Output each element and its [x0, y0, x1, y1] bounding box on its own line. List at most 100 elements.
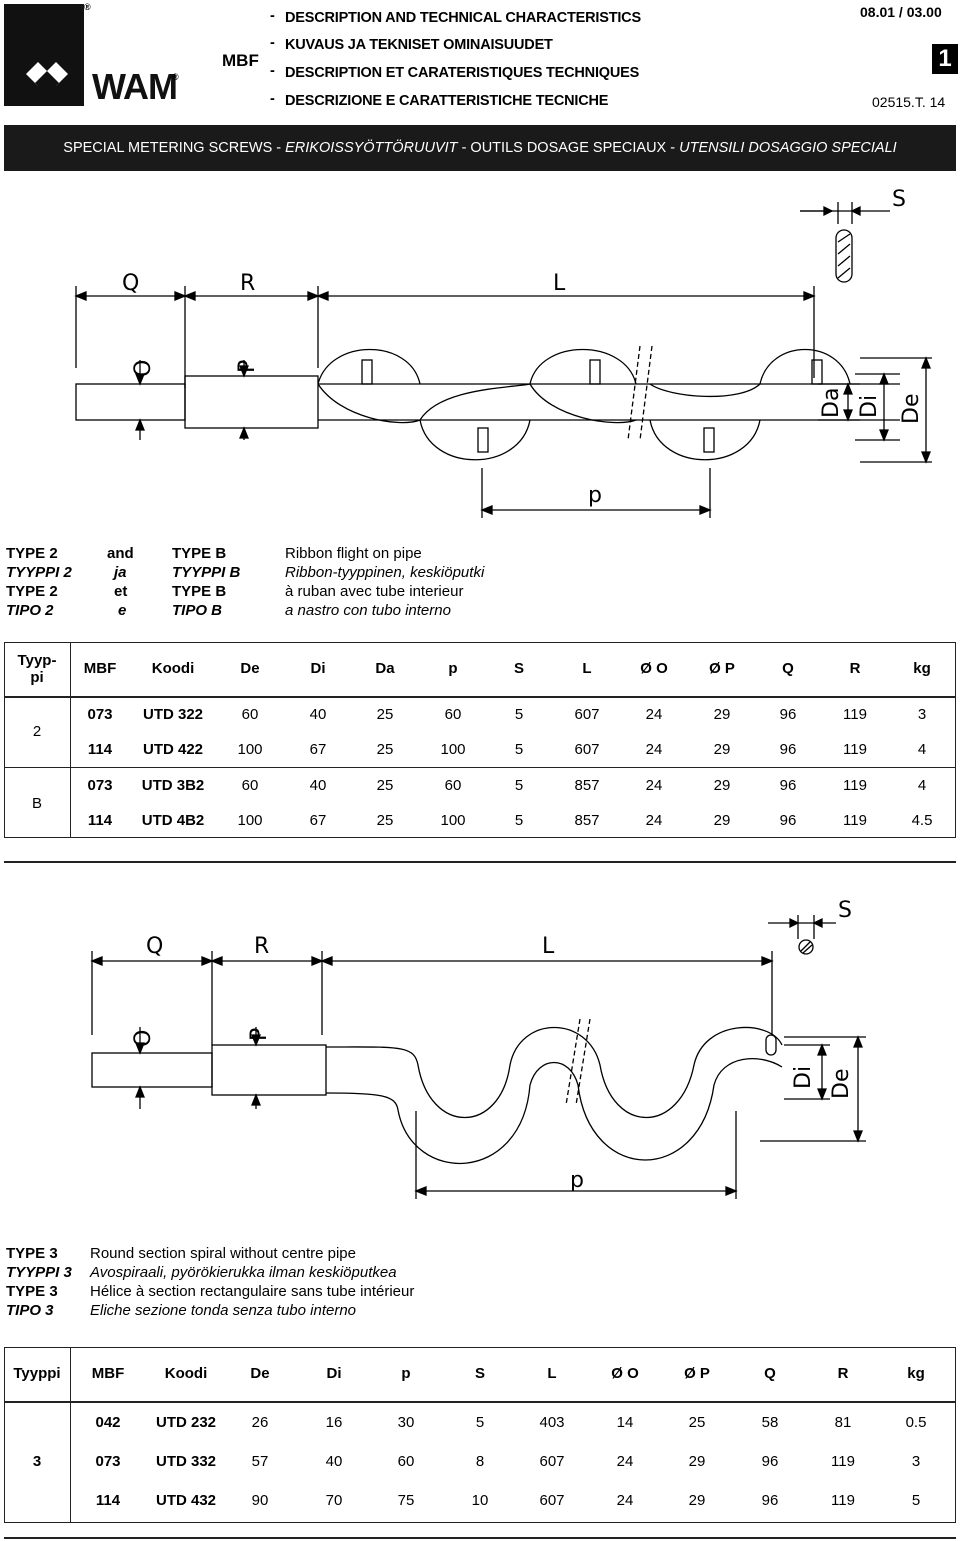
label-o: O [131, 360, 156, 377]
cell-p-diameter: 29 [713, 706, 731, 723]
revision-date: 08.01 / 03.00 [860, 4, 942, 20]
table-row: 073 UTD 332 57 40 60 8 607 24 29 96 119 … [4, 1453, 956, 1473]
caption-desc: Eliche sezione tonda senza tubo interno [90, 1302, 357, 1319]
label-l: L [542, 934, 555, 959]
cell-r: 119 [843, 812, 867, 829]
cell-koodi: UTD 4B2 [141, 812, 205, 829]
cell-o: 14 [616, 1414, 634, 1431]
cell-kg: 3 [917, 706, 927, 723]
cell-mbf: 042 [95, 1414, 121, 1431]
label-q: Q [146, 934, 163, 959]
cell-kg: 4.5 [911, 812, 933, 829]
label-pitch: p [570, 1168, 584, 1193]
ribbon-screw-drawing: S Q R L O P Da Di De p [74, 187, 932, 518]
cell-o: 24 [616, 1453, 634, 1470]
caption-type: TYYPPI 2 [6, 564, 72, 581]
cell-o: 24 [645, 706, 663, 723]
cell-q: 96 [761, 1492, 779, 1509]
cell-s: 5 [514, 812, 524, 829]
label-o: O [131, 1030, 156, 1047]
col-header-p-diameter: Ø P [684, 1365, 710, 1382]
cell-p-diameter: 25 [688, 1414, 706, 1431]
dash: - [270, 8, 275, 24]
caption-desc: Ribbon-tyyppinen, keskiöputki [285, 564, 485, 581]
col-header-r: R [837, 1365, 849, 1382]
cell-di: 40 [325, 1453, 343, 1470]
col-header-r: R [849, 660, 861, 677]
cell-s: 5 [514, 706, 524, 723]
cell-r: 81 [834, 1414, 852, 1431]
header-product: MBF [222, 51, 259, 70]
col-header-de: De [240, 660, 260, 677]
type-cell: 3 [32, 1453, 42, 1470]
cell-de: 60 [241, 777, 259, 794]
caption-conj: et [114, 583, 128, 600]
cell-de: 90 [251, 1492, 269, 1509]
label-q: Q [122, 271, 139, 296]
header-line-fr: DESCRIPTION ET CARATERISTIQUES TECHNIQUE… [285, 65, 640, 81]
cell-kg: 5 [911, 1492, 921, 1509]
label-p-diameter: P [235, 360, 260, 373]
table-row: 073 UTD 3B2 60 40 25 60 5 857 24 29 96 1… [4, 777, 956, 797]
cell-p: 100 [440, 741, 466, 758]
banner-it: UTENSILI DOSAGGIO SPECIALI [679, 140, 897, 156]
label-pitch: p [588, 483, 602, 508]
cell-da: 25 [376, 812, 394, 829]
cell-koodi: UTD 322 [142, 706, 204, 723]
cell-di: 70 [325, 1492, 343, 1509]
cell-q: 96 [779, 777, 797, 794]
round-spiral-drawing: S Q R L O P Di De p [90, 898, 866, 1199]
label-de: De [829, 1069, 854, 1099]
col-header-mbf: MBF [91, 1365, 125, 1382]
cell-r: 119 [843, 706, 867, 723]
label-p-diameter: P [247, 1028, 272, 1041]
col-header-mbf: MBF [83, 660, 117, 677]
bottom-rule [4, 1537, 956, 1539]
caption-desc: Avospiraali, pyörökierukka ilman keskiöp… [90, 1264, 397, 1281]
brand-registered-mark: ® [172, 72, 179, 82]
cell-p: 75 [397, 1492, 415, 1509]
cell-r: 119 [831, 1492, 855, 1509]
dash: - [270, 35, 275, 51]
cell-l: 857 [574, 812, 600, 829]
table-type2-b: Tyyp- pi MBF Koodi De Di Da p S L Ø O Ø … [4, 642, 956, 838]
cell-kg: 0.5 [905, 1414, 927, 1431]
label-da: Da [819, 388, 844, 418]
cell-l: 607 [574, 706, 600, 723]
col-header-koodi: Koodi [151, 660, 195, 677]
col-header-kg: kg [907, 1365, 925, 1382]
cell-p: 60 [444, 777, 462, 794]
cell-l: 857 [574, 777, 600, 794]
cell-o: 24 [645, 777, 663, 794]
cell-koodi: UTD 432 [155, 1492, 217, 1509]
cell-p-diameter: 29 [688, 1492, 706, 1509]
cell-q: 96 [761, 1453, 779, 1470]
wam-logo [4, 4, 84, 106]
col-header-q: Q [782, 660, 794, 677]
header-line-fi: KUVAUS JA TEKNISET OMINAISUUDET [285, 37, 553, 53]
cell-p-diameter: 29 [713, 777, 731, 794]
banner-fi: ERIKOISSYÖTTÖRUUVIT [285, 140, 458, 156]
table-row: 114 UTD 422 100 67 25 100 5 607 24 29 96… [4, 741, 956, 761]
table-row: 073 UTD 322 60 40 25 60 5 607 24 29 96 1… [4, 706, 956, 726]
cell-koodi: UTD 332 [155, 1453, 217, 1470]
cell-s: 8 [475, 1453, 485, 1470]
label-r: R [240, 271, 255, 296]
caption-type: TYYPPI 3 [6, 1264, 72, 1281]
caption-desc: a nastro con tubo interno [285, 602, 451, 619]
cell-di: 67 [309, 812, 327, 829]
cell-l: 607 [574, 741, 600, 758]
cell-da: 25 [376, 741, 394, 758]
cell-koodi: UTD 3B2 [141, 777, 205, 794]
caption-type: TYYPPI B [172, 564, 241, 581]
col-header-da: Da [375, 660, 395, 677]
caption-desc: à ruban avec tube interieur [285, 583, 464, 600]
cell-de: 100 [237, 741, 263, 758]
caption-type: TIPO 2 [6, 602, 54, 619]
logo-registered-mark: ® [84, 2, 91, 12]
banner-fr: - OUTILS DOSAGE SPECIAUX - [457, 140, 680, 156]
table-type3: Tyyppi MBF Koodi De Di p S L Ø O Ø P Q R… [4, 1347, 956, 1523]
header-line-en: DESCRIPTION AND TECHNICAL CHARACTERISTIC… [285, 10, 641, 26]
cell-s: 5 [475, 1414, 485, 1431]
caption-type: TYPE B [172, 545, 227, 562]
